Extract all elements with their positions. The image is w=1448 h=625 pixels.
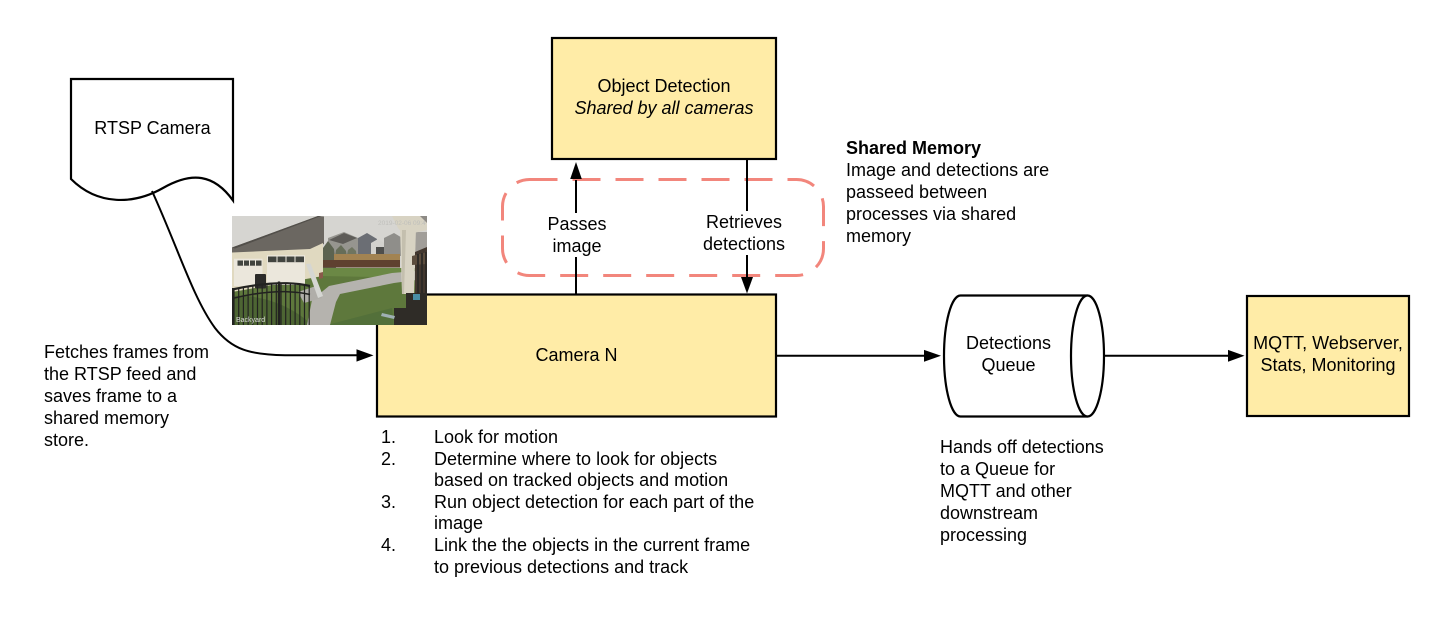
svg-text:2019-02-06 09:4: 2019-02-06 09:4: [378, 220, 426, 227]
svg-text:Backyard: Backyard: [236, 317, 265, 324]
